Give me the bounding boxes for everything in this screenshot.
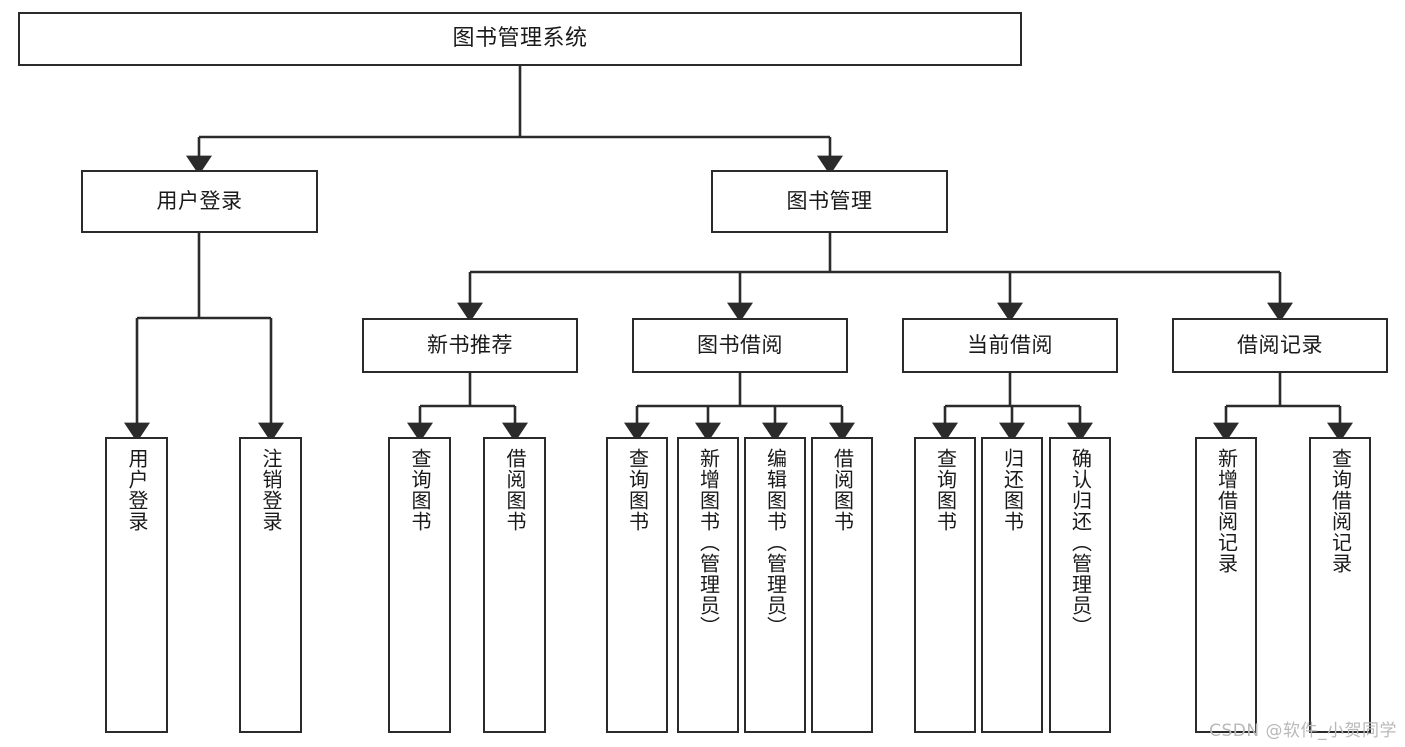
node-root-label: 图书管理系统 [452,26,588,52]
node-leaf-borrow-book-2[interactable]: 借阅图书 [811,437,873,733]
node-leaf-borrow-book-2-label: 借阅图书 [830,448,855,532]
node-leaf-query-book-2[interactable]: 查询图书 [606,437,668,733]
node-leaf-return-book-label: 归还图书 [1000,448,1025,532]
node-borrow-record-label: 借阅记录 [1237,333,1323,358]
node-leaf-add-record-label: 新增借阅记录 [1214,448,1239,574]
node-user-login[interactable]: 用户登录 [81,170,318,233]
node-leaf-return-book[interactable]: 归还图书 [981,437,1043,733]
node-leaf-query-book-3-label: 查询图书 [933,448,958,532]
node-leaf-query-record[interactable]: 查询借阅记录 [1309,437,1371,733]
node-leaf-borrow-book-1-label: 借阅图书 [503,448,527,532]
node-leaf-logout-login-label: 注销登录 [259,448,283,532]
node-leaf-add-record[interactable]: 新增借阅记录 [1195,437,1257,733]
node-leaf-edit-book[interactable]: 编辑图书（管理员） [744,437,806,733]
node-leaf-edit-book-label: 编辑图书（管理员） [763,448,788,637]
node-book-borrow[interactable]: 图书借阅 [632,318,848,373]
node-leaf-query-book-2-label: 查询图书 [625,448,650,532]
node-current-borrow[interactable]: 当前借阅 [902,318,1118,373]
node-borrow-record[interactable]: 借阅记录 [1172,318,1388,373]
node-new-book-recommend-label: 新书推荐 [427,333,513,358]
node-new-book-recommend[interactable]: 新书推荐 [362,318,578,373]
node-leaf-add-book-label: 新增图书（管理员） [696,448,721,637]
node-leaf-add-book[interactable]: 新增图书（管理员） [677,437,739,733]
node-book-manage-label: 图书管理 [786,189,873,214]
node-user-login-label: 用户登录 [156,189,243,214]
node-leaf-confirm-return-label: 确认归还（管理员） [1068,448,1093,637]
node-leaf-query-book-3[interactable]: 查询图书 [914,437,976,733]
node-leaf-user-login[interactable]: 用户登录 [105,437,168,733]
node-root[interactable]: 图书管理系统 [18,12,1022,66]
node-leaf-user-login-label: 用户登录 [125,448,149,532]
node-leaf-query-book-1[interactable]: 查询图书 [388,437,451,733]
node-book-borrow-label: 图书借阅 [697,333,783,358]
node-leaf-borrow-book-1[interactable]: 借阅图书 [483,437,546,733]
csdn-watermark: CSDN @软件_小贺同学 [1209,721,1397,741]
node-book-manage[interactable]: 图书管理 [711,170,948,233]
node-leaf-logout-login[interactable]: 注销登录 [239,437,302,733]
node-leaf-query-book-1-label: 查询图书 [408,448,432,532]
node-current-borrow-label: 当前借阅 [967,333,1053,358]
node-leaf-confirm-return[interactable]: 确认归还（管理员） [1049,437,1111,733]
node-leaf-query-record-label: 查询借阅记录 [1328,448,1353,574]
